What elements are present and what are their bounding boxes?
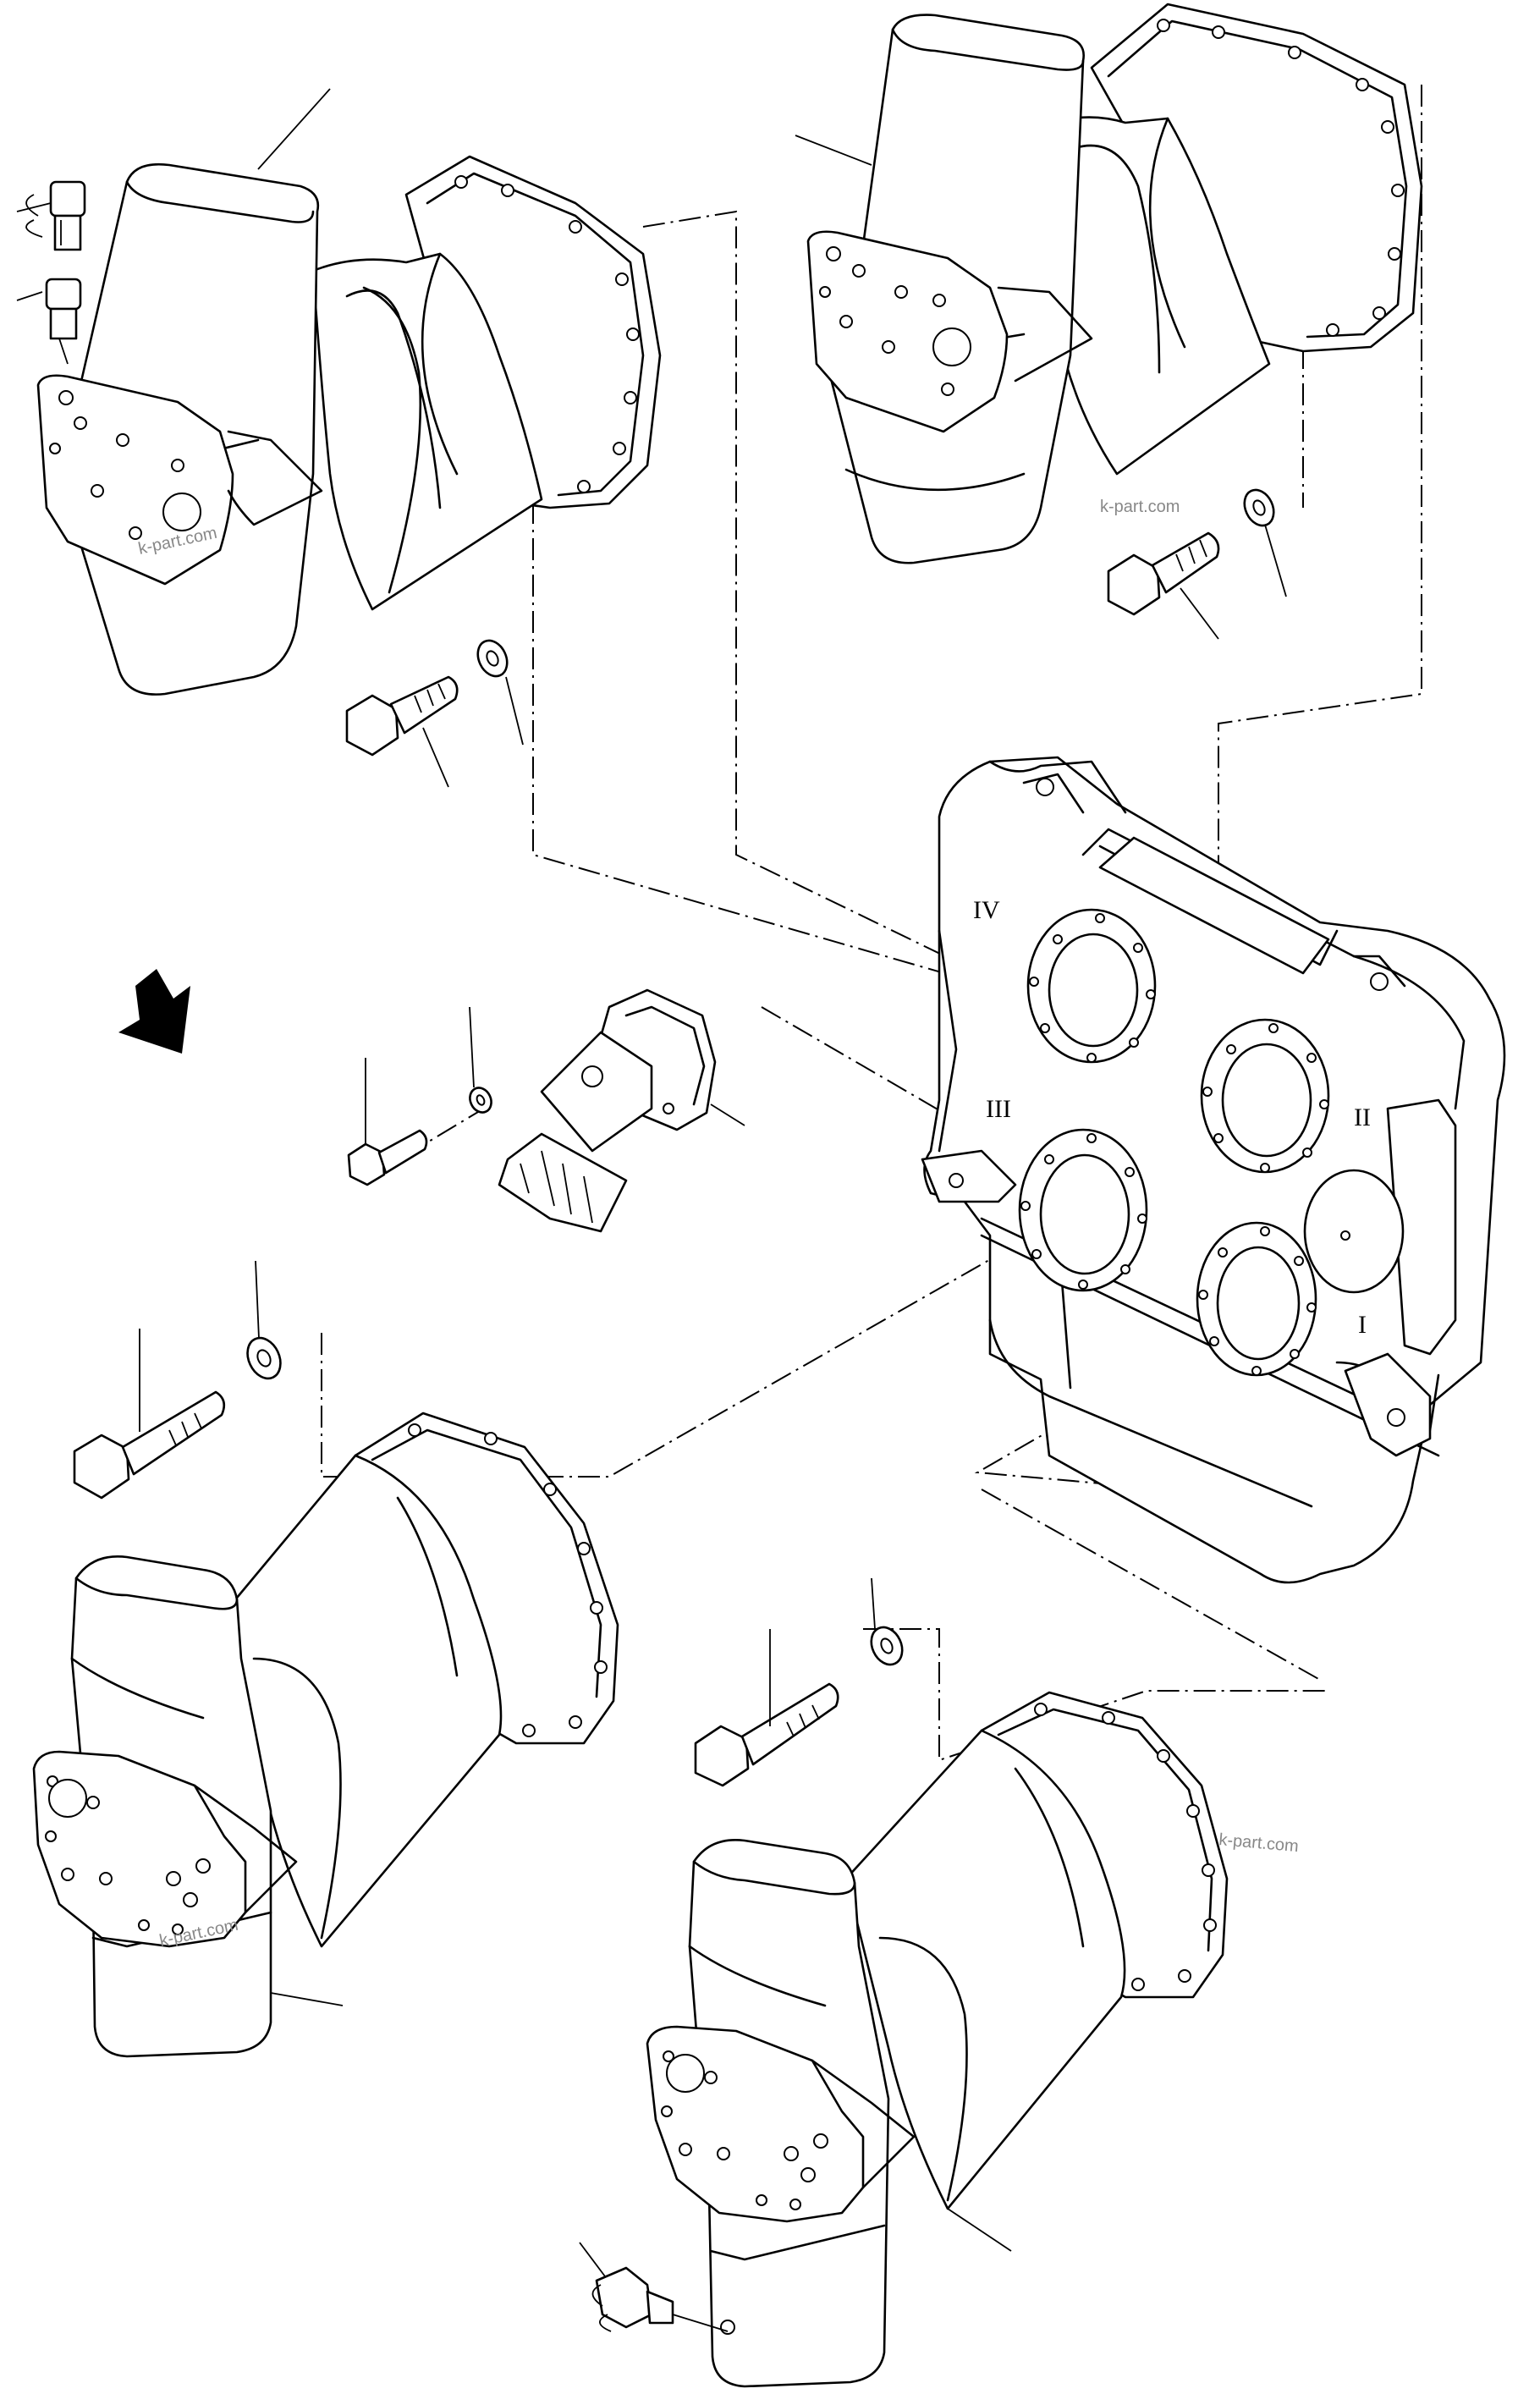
watermark-text: k-part.com [1100,498,1180,516]
port-2-flange [1200,1018,1330,1174]
hose-fitting-top [25,180,86,251]
washer-bottom-left [246,1260,282,1380]
port-1-flange [1196,1221,1317,1377]
transfer-case: IV II III I [921,756,1506,1584]
washer-top-right [1243,488,1287,597]
port-label-4: IV [973,896,1000,924]
washer-bottom-right [870,1577,904,1666]
port-3-flange [1018,1128,1148,1292]
hydraulic-motor-top-right [795,3,1423,564]
hydraulic-motor-bottom-right [646,1691,1229,2388]
hydraulic-motor-top-left [16,88,662,696]
port-label-2: II [1354,1103,1371,1131]
center-elbow-fitting [498,988,745,1233]
arrow-down-right-icon [118,969,190,1054]
hydraulic-motor-bottom-left [32,1412,619,2058]
bolt-top-right [1107,531,1220,640]
bolt-small-center [347,1058,428,1186]
port-label-3: III [986,1095,1011,1123]
washer-small-center [469,1006,492,1114]
bolt-bottom-right [694,1629,839,1787]
flange-bolt-holes [1157,19,1405,337]
direction-marker: F [118,969,190,1054]
pressure-sensor-fitting [579,2242,729,2332]
port-4-flange [1026,908,1157,1064]
flange-bolt-holes [454,175,640,493]
washer-top-left [476,639,524,746]
port-label-1: I [1358,1311,1367,1339]
bolt-top-left [345,675,459,788]
bolt-bottom-left [73,1329,226,1500]
cover-plate [1303,1169,1405,1294]
hose-fitting-lower [45,278,82,365]
watermark-text: k-part.com [1218,1830,1300,1856]
